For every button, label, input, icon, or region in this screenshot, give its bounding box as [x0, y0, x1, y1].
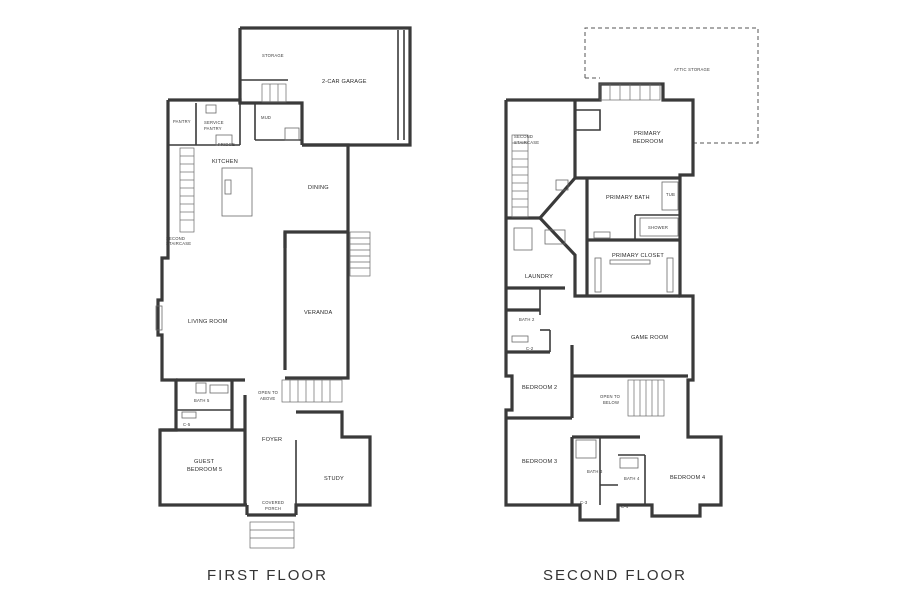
room-label-mud: MUD — [261, 115, 271, 120]
room-label-garage: 2-CAR GARAGE — [322, 79, 367, 85]
room-label-guest-bedroom-1: GUEST — [194, 459, 215, 465]
room-label-service-pantry-2: PANTRY — [204, 126, 222, 131]
room-label-bedroom-2: BEDROOM 2 — [522, 385, 557, 391]
second-floor-interior-walls — [506, 100, 688, 505]
second-floor-fixtures — [511, 179, 679, 469]
second-floor-plan: ATTIC STORAGE PRIMARY BEDROOM SECOND STA… — [504, 27, 759, 584]
second-staircase-label-2: STAIRCASE — [166, 241, 191, 246]
room-label-bath-3: BATH 3 — [587, 469, 603, 474]
room-label-pantry: PANTRY — [173, 119, 191, 124]
room-label-covered-porch-1: COVERED — [262, 500, 284, 505]
room-label-primary-bedroom-2: BEDROOM — [633, 139, 663, 145]
room-label-bedroom-3: BEDROOM 3 — [522, 459, 557, 465]
first-floor-outer-walls — [156, 98, 372, 517]
second-floor-labels: ATTIC STORAGE PRIMARY BEDROOM SECOND STA… — [514, 67, 710, 509]
room-label-storage: STORAGE — [262, 53, 284, 58]
fridge-label: FRIDGE — [218, 142, 235, 147]
open-to-below-label-2: BELOW — [603, 400, 619, 405]
room-label-dining: DINING — [308, 185, 329, 191]
closet-label-c5: C-5 — [183, 422, 191, 427]
room-label-attic-storage: ATTIC STORAGE — [674, 67, 710, 72]
shower-label: SHOWER — [648, 225, 668, 230]
tub-label: TUB — [666, 192, 675, 197]
room-label-covered-porch-2: PORCH — [265, 506, 281, 511]
first-floor-labels: STORAGE 2-CAR GARAGE MUD PANTRY SERVICE … — [166, 53, 367, 511]
room-label-laundry: LAUNDRY — [525, 274, 553, 280]
room-label-guest-bedroom-2: BEDROOM 5 — [187, 467, 222, 473]
room-label-bath-5: BATH 5 — [194, 398, 210, 403]
second-staircase-2f-label-1: SECOND — [514, 134, 533, 139]
room-label-foyer: FOYER — [262, 437, 282, 443]
room-label-primary-closet: PRIMARY CLOSET — [612, 253, 664, 259]
closet-label-c2: C-2 — [526, 346, 534, 351]
second-staircase-label-1: SECOND — [166, 236, 185, 241]
second-floor-outer-walls — [504, 82, 723, 522]
attic-storage-outline — [584, 27, 759, 144]
garage-walls — [238, 26, 412, 147]
second-floor-caption: SECOND FLOOR — [543, 567, 687, 584]
open-to-above-label-2: ABOVE — [260, 396, 275, 401]
first-floor-interior-walls — [160, 103, 302, 505]
room-label-kitchen: KITCHEN — [212, 159, 238, 165]
room-label-primary-bedroom-1: PRIMARY — [634, 131, 661, 137]
room-label-veranda: VERANDA — [304, 310, 333, 316]
second-staircase-2f-label-2: STAIRCASE — [514, 140, 539, 145]
room-label-bath-4: BATH 4 — [624, 476, 640, 481]
first-floor-stairs — [179, 83, 371, 549]
closet-label-c4: C-4 — [621, 504, 629, 509]
room-label-study: STUDY — [324, 476, 344, 482]
first-floor-caption: FIRST FLOOR — [207, 567, 328, 584]
room-label-game-room: GAME ROOM — [631, 335, 668, 341]
open-to-above-label-1: OPEN TO — [258, 390, 279, 395]
room-label-service-pantry-1: SERVICE — [204, 120, 224, 125]
first-floor-plan: STORAGE 2-CAR GARAGE MUD PANTRY SERVICE … — [155, 26, 412, 584]
room-label-primary-bath: PRIMARY BATH — [606, 195, 650, 201]
open-to-below-label-1: OPEN TO — [600, 394, 621, 399]
first-floor-fixtures — [155, 104, 300, 419]
room-label-bath-2: BATH 2 — [519, 317, 535, 322]
room-label-living-room: LIVING ROOM — [188, 319, 228, 325]
room-label-bedroom-4: BEDROOM 4 — [670, 475, 705, 481]
second-floor-stairs — [511, 83, 665, 417]
closet-label-c3: C-3 — [580, 500, 588, 505]
